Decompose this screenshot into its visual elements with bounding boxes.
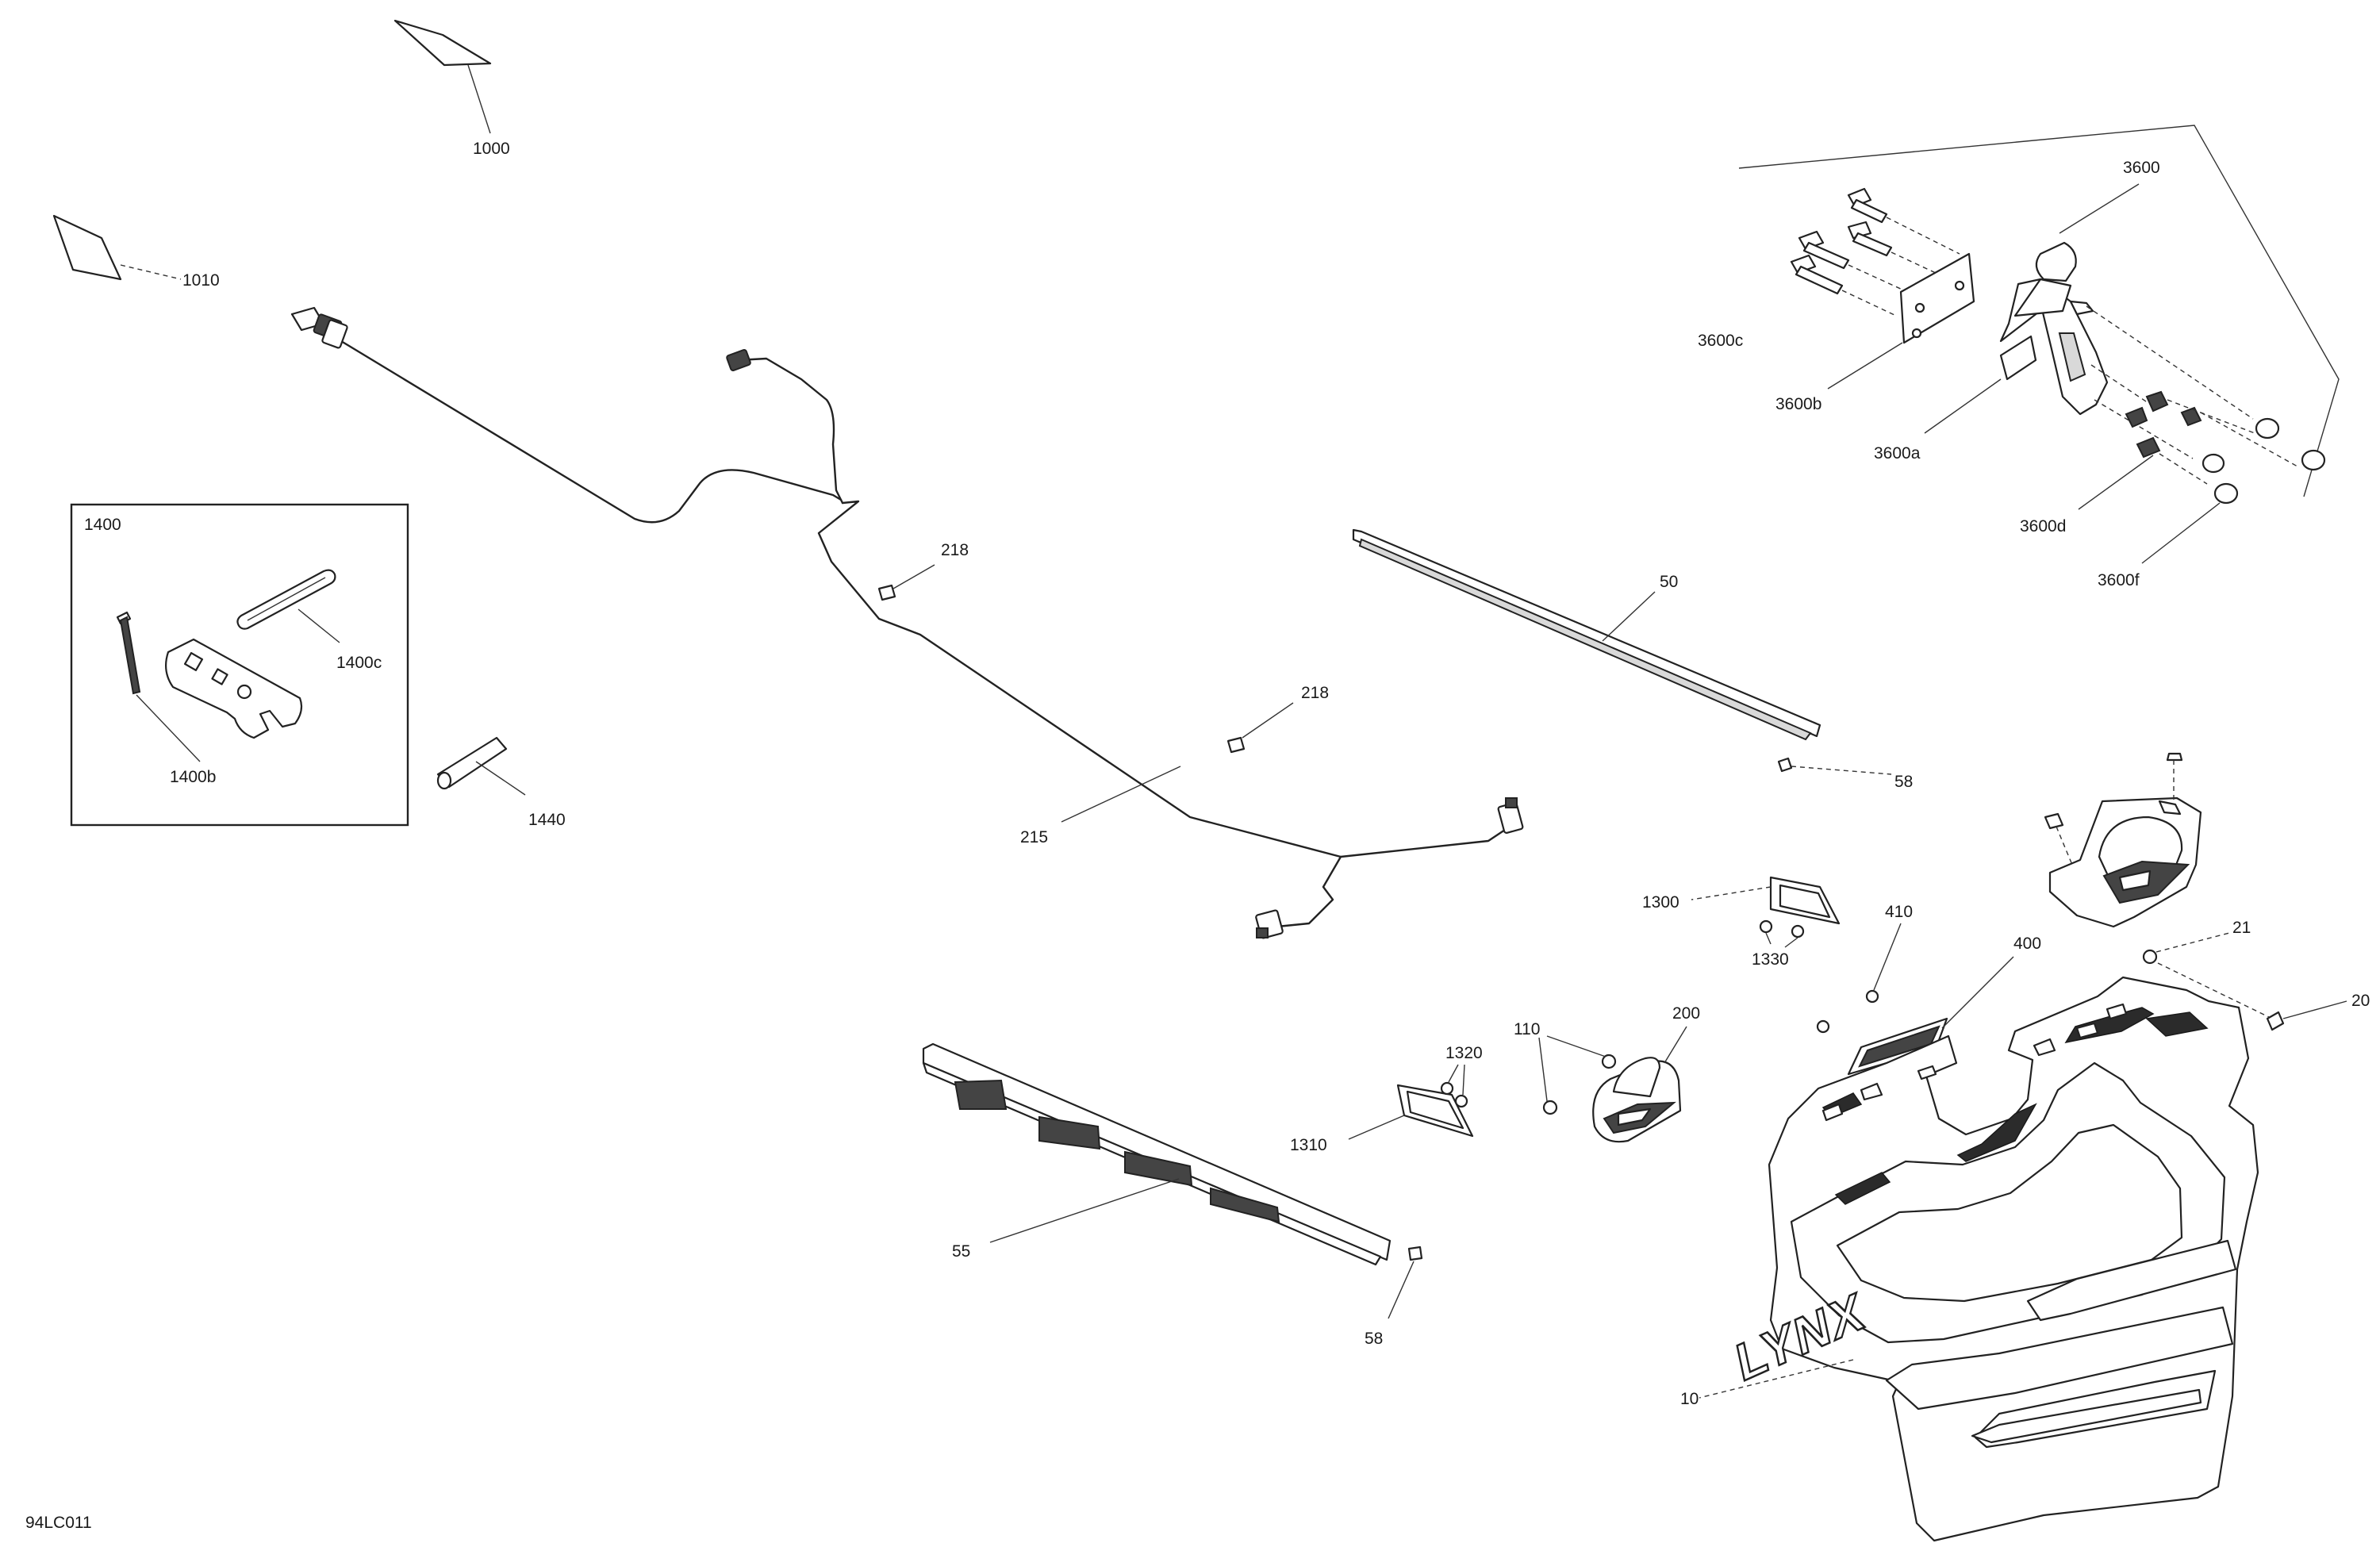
decal-1010[interactable] [52,214,182,281]
callout-1300: 1300 [1642,893,1679,912]
wiring-harness-215[interactable] [290,306,1524,939]
screw-58-lower[interactable] [1388,1246,1423,1319]
callout-410: 410 [1885,903,1913,921]
kit-box-label: 1400 [84,516,121,534]
callout-218-lower: 218 [1301,684,1329,702]
screw-58-upper[interactable] [1777,757,1892,775]
nut-410[interactable] [1865,923,1902,1004]
spanner-wrench[interactable] [164,638,303,739]
tool-kit-box-1400 [70,503,409,827]
callout-1400c: 1400c [336,654,382,672]
callout-3600c: 3600c [1698,332,1743,350]
callout-3600d: 3600d [2020,517,2066,535]
callout-218-upper: 218 [941,541,969,559]
callout-50: 50 [1660,573,1678,591]
callout-55: 55 [952,1242,970,1261]
callout-58-lower: 58 [1365,1330,1383,1348]
callout-3600f: 3600f [2098,571,2140,589]
hex-key-1400b[interactable] [116,611,141,695]
nut-410b[interactable] [1816,1019,1830,1034]
callout-21: 21 [2232,919,2251,937]
washer-21[interactable] [2142,932,2230,965]
nuts-110[interactable] [1538,1035,1617,1115]
callout-110: 110 [1514,1020,1540,1038]
rear-bumper-10[interactable]: LYNX [1699,976,2259,1542]
callout-1400b: 1400b [170,768,216,786]
reflector-1310[interactable] [1348,1084,1474,1140]
light-housing-assembly[interactable] [2044,752,2202,928]
callout-215: 215 [1020,828,1048,846]
callout-3600b: 3600b [1775,395,1821,413]
tail-light-200[interactable] [1592,1026,1687,1143]
screw-20[interactable] [2157,962,2347,1031]
clip-218-lower[interactable] [1226,702,1294,754]
clip-218-upper[interactable] [877,564,935,601]
callout-1000: 1000 [473,140,510,158]
callout-400: 400 [2013,935,2041,953]
callout-1010: 1010 [182,271,220,290]
callout-1330: 1330 [1752,950,1789,969]
strap-1400c[interactable] [236,569,336,630]
side-panel-55[interactable] [922,1042,1392,1266]
callout-1440: 1440 [528,811,566,829]
nuts-1320[interactable] [1440,1064,1468,1108]
callout-20: 20 [2351,992,2370,1010]
trim-strip-50[interactable] [1352,528,1821,741]
reflector-1300[interactable] [1691,876,1841,925]
callout-3600a: 3600a [1874,444,1921,463]
callout-1320: 1320 [1445,1044,1483,1062]
decal-1000[interactable] [393,19,492,134]
callout-200: 200 [1672,1004,1700,1023]
nuts-1330[interactable] [1759,919,1805,948]
callout-10: 10 [1680,1390,1699,1408]
drawing-code: 94LC011 [25,1514,92,1532]
callout-3600: 3600 [2123,159,2160,177]
hitch-assembly-3600[interactable] [1738,125,2340,564]
callout-1310: 1310 [1290,1136,1327,1154]
socket-1440[interactable] [436,736,526,796]
callout-58-upper: 58 [1894,773,1913,791]
